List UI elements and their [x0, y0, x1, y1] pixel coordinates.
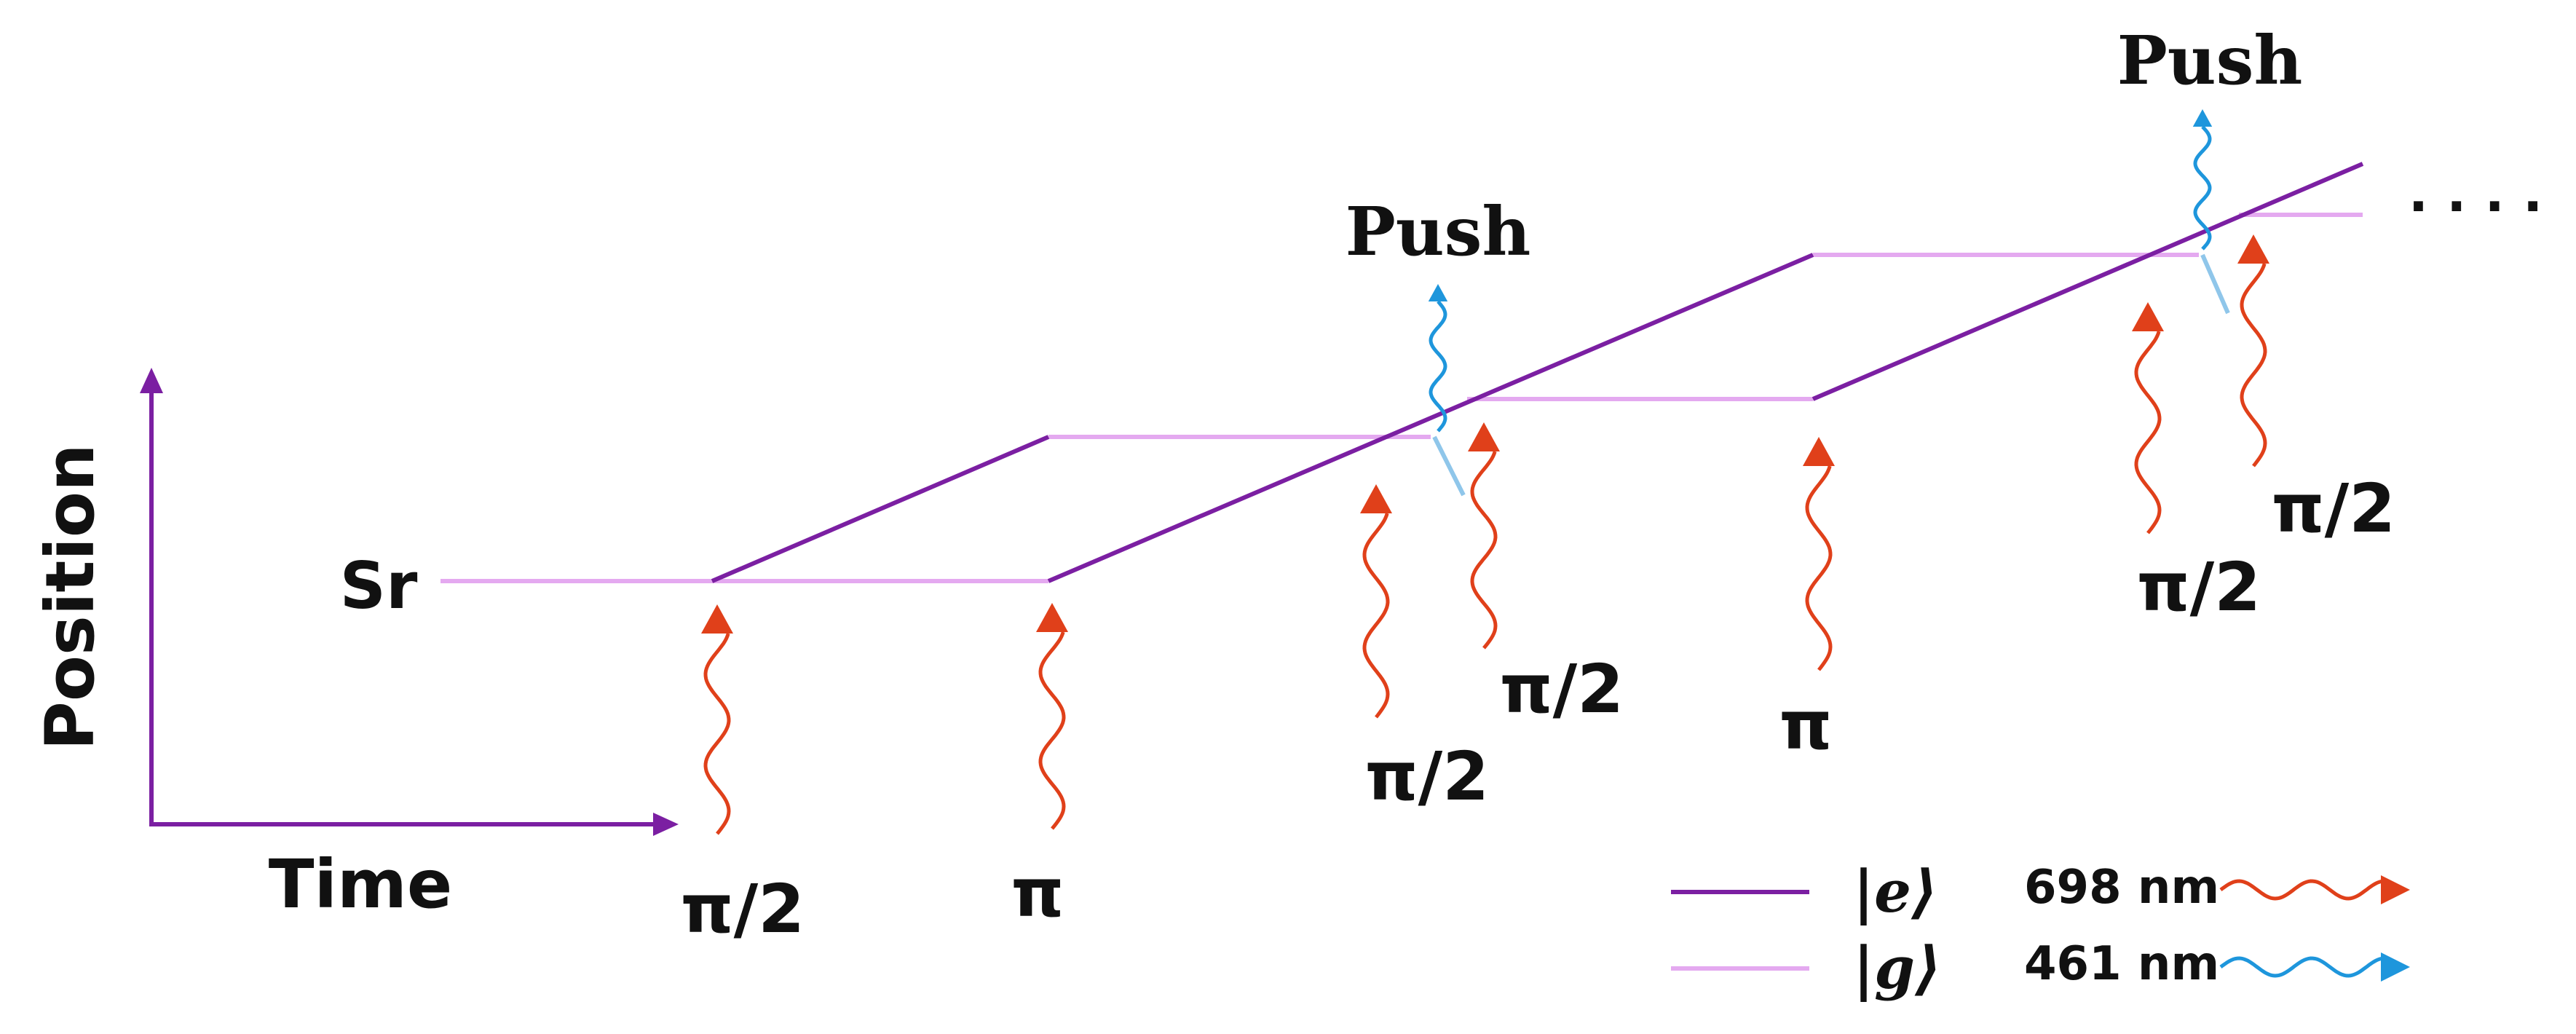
x-axis-label: Time	[269, 845, 453, 923]
red-pulse-6	[2132, 302, 2164, 534]
blue-push-2-arrowhead-icon	[2192, 109, 2213, 127]
red-pulse-1-wave	[703, 633, 731, 835]
legend-blue-wave	[2219, 952, 2410, 982]
pulse-labels: π/2 π π/2 π/2 π π/2 π/2	[681, 470, 2395, 948]
red-pulse-3-wave	[1362, 513, 1390, 719]
legend-blue-wave-line	[2219, 956, 2389, 978]
pulse-label-2: π	[1011, 854, 1064, 932]
blue-push-2	[2192, 109, 2213, 250]
blue-push-beams	[1428, 109, 2213, 433]
continuation-dots: . . . .	[2409, 162, 2543, 224]
red-pulse-7-wave	[2240, 263, 2267, 467]
red-pulse-6-arrowhead-icon	[2132, 302, 2164, 331]
kick-line-2	[2200, 253, 2230, 315]
push-label-1: Push	[1346, 192, 1531, 271]
legend-red-wave-line	[2219, 879, 2389, 901]
pulse-label-6: π/2	[2137, 548, 2261, 626]
push-kicks	[1432, 253, 2230, 497]
excited-path-3	[1812, 162, 2364, 401]
red-pulse-2	[1036, 603, 1068, 830]
red-pulse-2-wave	[1038, 631, 1066, 830]
y-axis-arrow-icon	[140, 368, 163, 393]
legend-red-wavelength: 698 nm	[2024, 861, 2219, 915]
red-pulse-5-arrowhead-icon	[1803, 437, 1835, 466]
blue-push-1-arrowhead-icon	[1428, 284, 1448, 301]
blue-push-1	[1428, 284, 1448, 433]
pulse-label-3: π/2	[1365, 738, 1489, 816]
ground-state-paths	[440, 213, 2363, 583]
excited-path-2	[1047, 253, 1814, 583]
legend-blue-wavelength: 461 nm	[2024, 937, 2219, 991]
excited-path-1	[711, 435, 1050, 583]
red-pulse-4-wave	[1470, 451, 1498, 650]
excited-state-paths	[711, 162, 2364, 583]
blue-push-2-wave	[2193, 125, 2212, 250]
red-pulse-1	[701, 604, 733, 835]
legend-red-wave-arrowhead-icon	[2381, 875, 2410, 904]
axes: Position Time	[31, 368, 679, 923]
legend-red-wave	[2219, 875, 2410, 904]
blue-push-1-wave	[1429, 300, 1447, 433]
pulse-label-7: π/2	[2272, 470, 2395, 548]
y-axis-label: Position	[31, 443, 109, 750]
legend-excited-label: |e⟩	[1853, 857, 1938, 926]
atom-label: Sr	[340, 548, 418, 623]
legend-blue-wave-arrowhead-icon	[2381, 952, 2410, 982]
red-pulse-4-arrowhead-icon	[1468, 422, 1500, 451]
red-pulses	[701, 234, 2269, 835]
red-pulse-4	[1468, 422, 1500, 650]
red-pulse-5-wave	[1805, 465, 1833, 671]
x-axis-arrow-icon	[653, 813, 679, 836]
red-pulse-5	[1803, 437, 1835, 671]
red-pulse-7	[2237, 234, 2269, 467]
push-label-2: Push	[2117, 21, 2303, 100]
red-pulse-7-arrowhead-icon	[2237, 234, 2269, 264]
pulse-label-1: π/2	[681, 870, 805, 948]
pulse-label-5: π	[1779, 687, 1833, 765]
red-pulse-1-arrowhead-icon	[701, 604, 733, 634]
legend-ground-label: |g⟩	[1853, 934, 1942, 1003]
red-pulse-3	[1360, 484, 1392, 719]
red-pulse-6-wave	[2134, 331, 2162, 534]
red-pulse-2-arrowhead-icon	[1036, 603, 1068, 632]
red-pulse-3-arrowhead-icon	[1360, 484, 1392, 513]
legend: |e⟩ |g⟩ 698 nm 461 nm	[1671, 857, 2410, 1003]
pulse-label-4: π/2	[1500, 650, 1624, 728]
kick-line-1	[1432, 435, 1466, 497]
